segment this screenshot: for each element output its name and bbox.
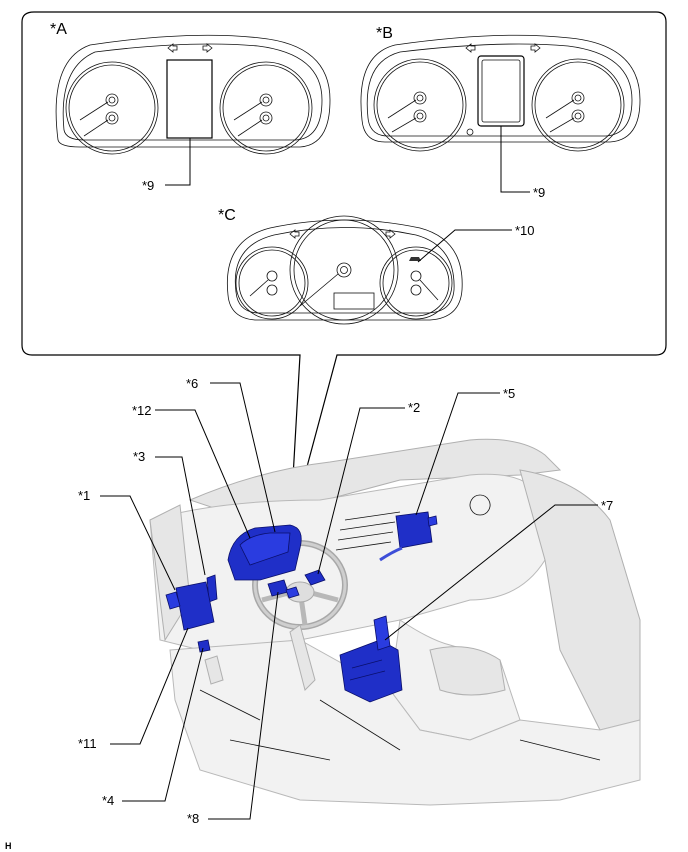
labels: *A *B *C *9 *9 *10 *6 *12 *2 *5 *3 *1 *7… xyxy=(5,21,613,851)
callout-9-b: *9 xyxy=(533,185,545,200)
corner-mark: H xyxy=(5,841,12,851)
callout-8: *8 xyxy=(187,811,199,826)
highlighted-components xyxy=(165,511,438,703)
display-unit-a xyxy=(166,59,213,139)
callout-12: *12 xyxy=(132,403,152,418)
component-2 xyxy=(304,569,326,586)
callout-11: *11 xyxy=(78,736,97,751)
meter-variants-panel xyxy=(21,11,667,531)
view-label-c: *C xyxy=(218,207,236,224)
callout-1: *1 xyxy=(78,488,90,503)
view-label-a: *A xyxy=(50,21,67,38)
vehicle-interior xyxy=(149,438,641,806)
combination-meter-variant-b xyxy=(360,34,641,193)
callout-9-a: *9 xyxy=(142,178,154,193)
callout-10: *10 xyxy=(515,223,535,238)
callout-4: *4 xyxy=(102,793,114,808)
callout-2: *2 xyxy=(408,400,420,415)
view-label-b: *B xyxy=(376,25,393,42)
callout-7: *7 xyxy=(601,498,613,513)
callout-5: *5 xyxy=(503,386,515,401)
display-unit-b xyxy=(477,55,525,127)
callout-3: *3 xyxy=(133,449,145,464)
leader-lines xyxy=(100,382,598,820)
combination-meter-variant-c xyxy=(226,215,512,325)
component-4 xyxy=(197,639,211,653)
combination-meter-variant-a xyxy=(55,34,331,186)
component-5 xyxy=(395,511,433,549)
callout-6: *6 xyxy=(186,376,198,391)
component-1 xyxy=(175,581,215,631)
